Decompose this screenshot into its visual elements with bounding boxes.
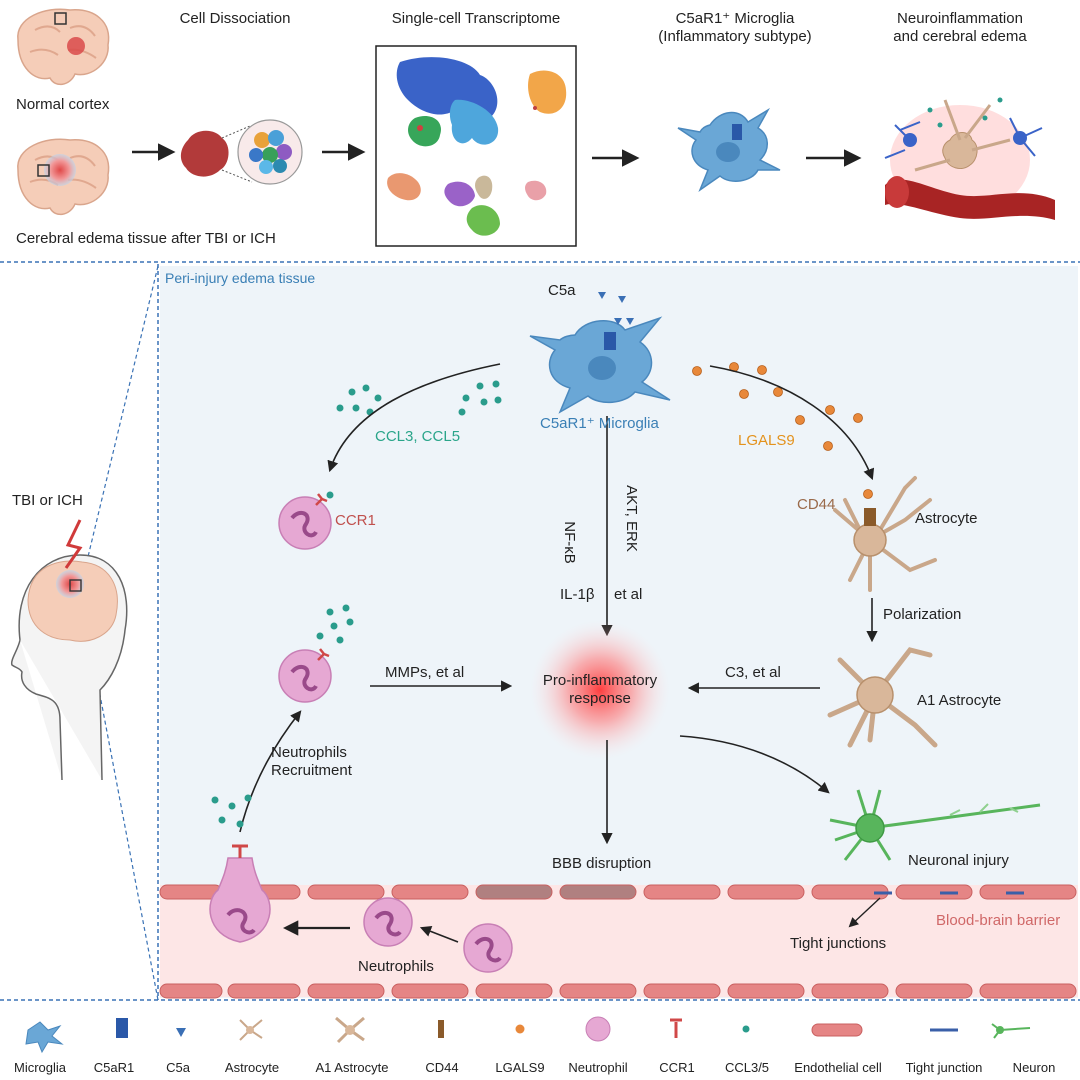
legend-c5ar1: C5aR1 <box>93 1060 135 1075</box>
bbb-label: Blood-brain barrier <box>936 912 1061 929</box>
legend-lgals9: LGALS9 <box>495 1060 545 1075</box>
endothelium-bottom <box>159 983 1077 999</box>
recruitment-line2: Recruitment <box>271 762 352 779</box>
peri-injury-label: Peri-injury edema tissue <box>165 270 316 286</box>
legend-neutrophil: Neutrophil <box>568 1060 628 1075</box>
legend-ccl35: CCL3/5 <box>724 1060 770 1075</box>
recruitment-line1: Neutrophils <box>271 744 347 761</box>
normal-brain-icon <box>17 8 110 86</box>
transcriptome-title: Single-cell Transcriptome <box>391 10 561 27</box>
lgals9-dots <box>692 362 873 499</box>
neuronal-injury-label: Neuronal injury <box>908 852 1009 869</box>
il1b-label: IL-1β <box>560 586 595 603</box>
inflammation-glow <box>530 620 670 760</box>
ccl-dots-bottom <box>211 794 252 828</box>
neutrophil-vessel-1 <box>363 897 413 947</box>
a1-astrocyte-label: A1 Astrocyte <box>917 692 1002 709</box>
tbi-ich-label: TBI or ICH <box>12 492 83 509</box>
legend-endothelial-cell: Endothelial cell <box>794 1060 882 1075</box>
astrocyte-label: Astrocyte <box>915 510 978 527</box>
tissue-sample-icon <box>180 119 303 185</box>
lgals9-label: LGALS9 <box>738 432 795 449</box>
microglia-title-line1: C5aR1⁺ Microglia <box>675 10 795 27</box>
et-al-label: et al <box>614 586 643 603</box>
microglia-center-icon <box>529 316 671 414</box>
microglia-top-icon <box>677 107 781 193</box>
ccr1-label: CCR1 <box>335 512 376 529</box>
c3-label: C3, et al <box>725 664 781 681</box>
neutrophil-migrating-icon <box>209 844 271 943</box>
endothelium-top <box>159 884 1077 900</box>
bbb-disruption-label: BBB disruption <box>552 855 652 872</box>
edema-brain-icon <box>17 138 110 216</box>
legend-tight-junction: Tight junction <box>905 1060 983 1075</box>
ccl-label: CCL3, CCL5 <box>375 428 461 445</box>
a1-astrocyte-icon <box>827 647 938 748</box>
polarization-label: Polarization <box>883 606 962 623</box>
legend-microglia: Microglia <box>13 1060 67 1075</box>
normal-cortex-label: Normal cortex <box>16 96 110 113</box>
akt-erk-label: AKT, ERK <box>622 485 640 552</box>
c5a-label: C5a <box>548 282 576 299</box>
pro-inflam-line2: response <box>569 690 631 707</box>
microglia-center-label: C5aR1⁺ Microglia <box>540 415 659 432</box>
neuroinflammation-icon <box>884 97 1055 220</box>
c5a-molecules <box>598 292 634 325</box>
legend-icons <box>25 1016 1031 1054</box>
microglia-subtype-title: C5aR1⁺ Microglia(Inflammatory subtype) <box>630 10 840 46</box>
tight-junctions-label: Tight junctions <box>790 935 887 952</box>
cd44-label: CD44 <box>797 496 836 513</box>
neuro-title-line2: and cerebral edema <box>893 28 1027 45</box>
neuron-icon <box>829 789 1041 861</box>
pro-inflam-line1: Pro-inflammatory <box>542 672 658 689</box>
cell-dissociation-title: Cell Dissociation <box>179 10 291 27</box>
astrocyte-icon <box>833 476 937 592</box>
mmps-label: MMPs, et al <box>385 664 465 681</box>
neutrophil-middle-icon <box>278 604 354 703</box>
legend-ccr1: CCR1 <box>659 1060 695 1075</box>
head-icon <box>10 519 128 781</box>
legend-astrocyte: Astrocyte <box>224 1060 280 1075</box>
microglia-title-line2: (Inflammatory subtype) <box>658 28 812 45</box>
legend-a1-astrocyte: A1 Astrocyte <box>315 1060 389 1075</box>
legend-c5a: C5a <box>166 1060 190 1075</box>
neutrophil-ccr1-icon <box>278 491 334 550</box>
neutrophils-label: Neutrophils <box>358 958 434 975</box>
blood-vessel <box>160 885 1078 997</box>
legend-cd44: CD44 <box>425 1060 459 1075</box>
nfkb-label: NF-κB <box>560 521 578 564</box>
legend-neuron: Neuron <box>1012 1060 1056 1075</box>
neutrophil-vessel-2 <box>463 923 513 973</box>
edema-tissue-label: Cerebral edema tissue after TBI or ICH <box>16 230 276 247</box>
neuro-title-line1: Neuroinflammation <box>897 10 1023 27</box>
umap-plot-icon <box>375 45 577 247</box>
